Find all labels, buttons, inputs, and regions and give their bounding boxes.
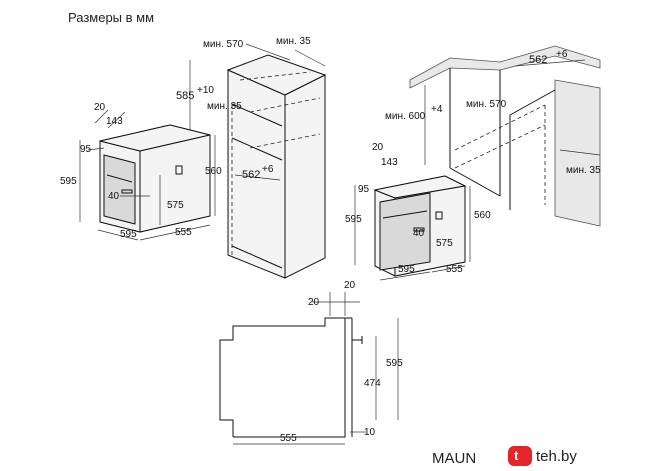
counter-min-570: мин. 570 [466, 99, 507, 110]
counter-min-600: мин. 600 [385, 111, 426, 122]
under-counter-niche: 562 +6 мин. 600 +4 мин. 570 мин. 35 [385, 45, 601, 227]
left-oven: 20 143 95 595 40 575 560 595 555 [60, 102, 222, 241]
right-w-595: 595 [398, 264, 415, 275]
right-d-40: 40 [413, 228, 425, 239]
left-d-143: 143 [106, 116, 123, 127]
diagram-title: Размеры в мм [68, 10, 154, 25]
counter-d-562-sup: +6 [556, 49, 568, 60]
col-d-562-sup: +6 [262, 164, 274, 175]
side-d-20-right: 20 [344, 280, 356, 291]
side-d-10: 10 [364, 427, 376, 438]
col-h-585-sup: +10 [197, 85, 214, 96]
right-oven: 20 143 95 595 40 575 560 595 555 [345, 142, 491, 281]
left-h-595: 595 [60, 176, 77, 187]
left-w-595: 595 [120, 229, 137, 240]
col-min-570: мин. 570 [203, 39, 244, 50]
right-h-575: 575 [436, 238, 453, 249]
left-d-555: 555 [175, 227, 192, 238]
watermark: MAUN t teh.by [432, 442, 610, 468]
watermark-site: teh.by [536, 448, 577, 465]
side-d-20-left: 20 [308, 297, 320, 308]
teh-by-badge [508, 446, 532, 466]
right-d-143: 143 [381, 157, 398, 168]
teh-by-logo-glyph: t [514, 448, 519, 463]
side-h-474: 474 [364, 378, 381, 389]
left-d-20: 20 [94, 102, 106, 113]
left-d-40: 40 [108, 191, 120, 202]
col-min-35-top: мин. 35 [276, 36, 311, 47]
right-d-95: 95 [358, 184, 370, 195]
left-d-95: 95 [80, 144, 92, 155]
watermark-brand: MAUN [432, 450, 476, 467]
right-h-560: 560 [474, 210, 491, 221]
counter-d-562: 562 [529, 54, 547, 66]
col-h-585: 585 [176, 90, 194, 102]
counter-min-600-sup: +4 [431, 104, 443, 115]
col-d-562: 562 [242, 169, 260, 181]
side-view: 20 20 595 474 555 10 [219, 280, 403, 445]
side-d-555: 555 [280, 433, 297, 444]
right-d-555: 555 [446, 264, 463, 275]
tall-cabinet: мин. 570 мин. 35 585 +10 мин. 35 562 +6 [176, 36, 327, 279]
side-h-595: 595 [386, 358, 403, 369]
counter-min-35: мин. 35 [566, 165, 601, 176]
right-h-595: 595 [345, 214, 362, 225]
left-h-560: 560 [205, 166, 222, 177]
right-d-20: 20 [372, 142, 384, 153]
col-min-35-mid: мин. 35 [207, 101, 242, 112]
left-h-575: 575 [167, 200, 184, 211]
